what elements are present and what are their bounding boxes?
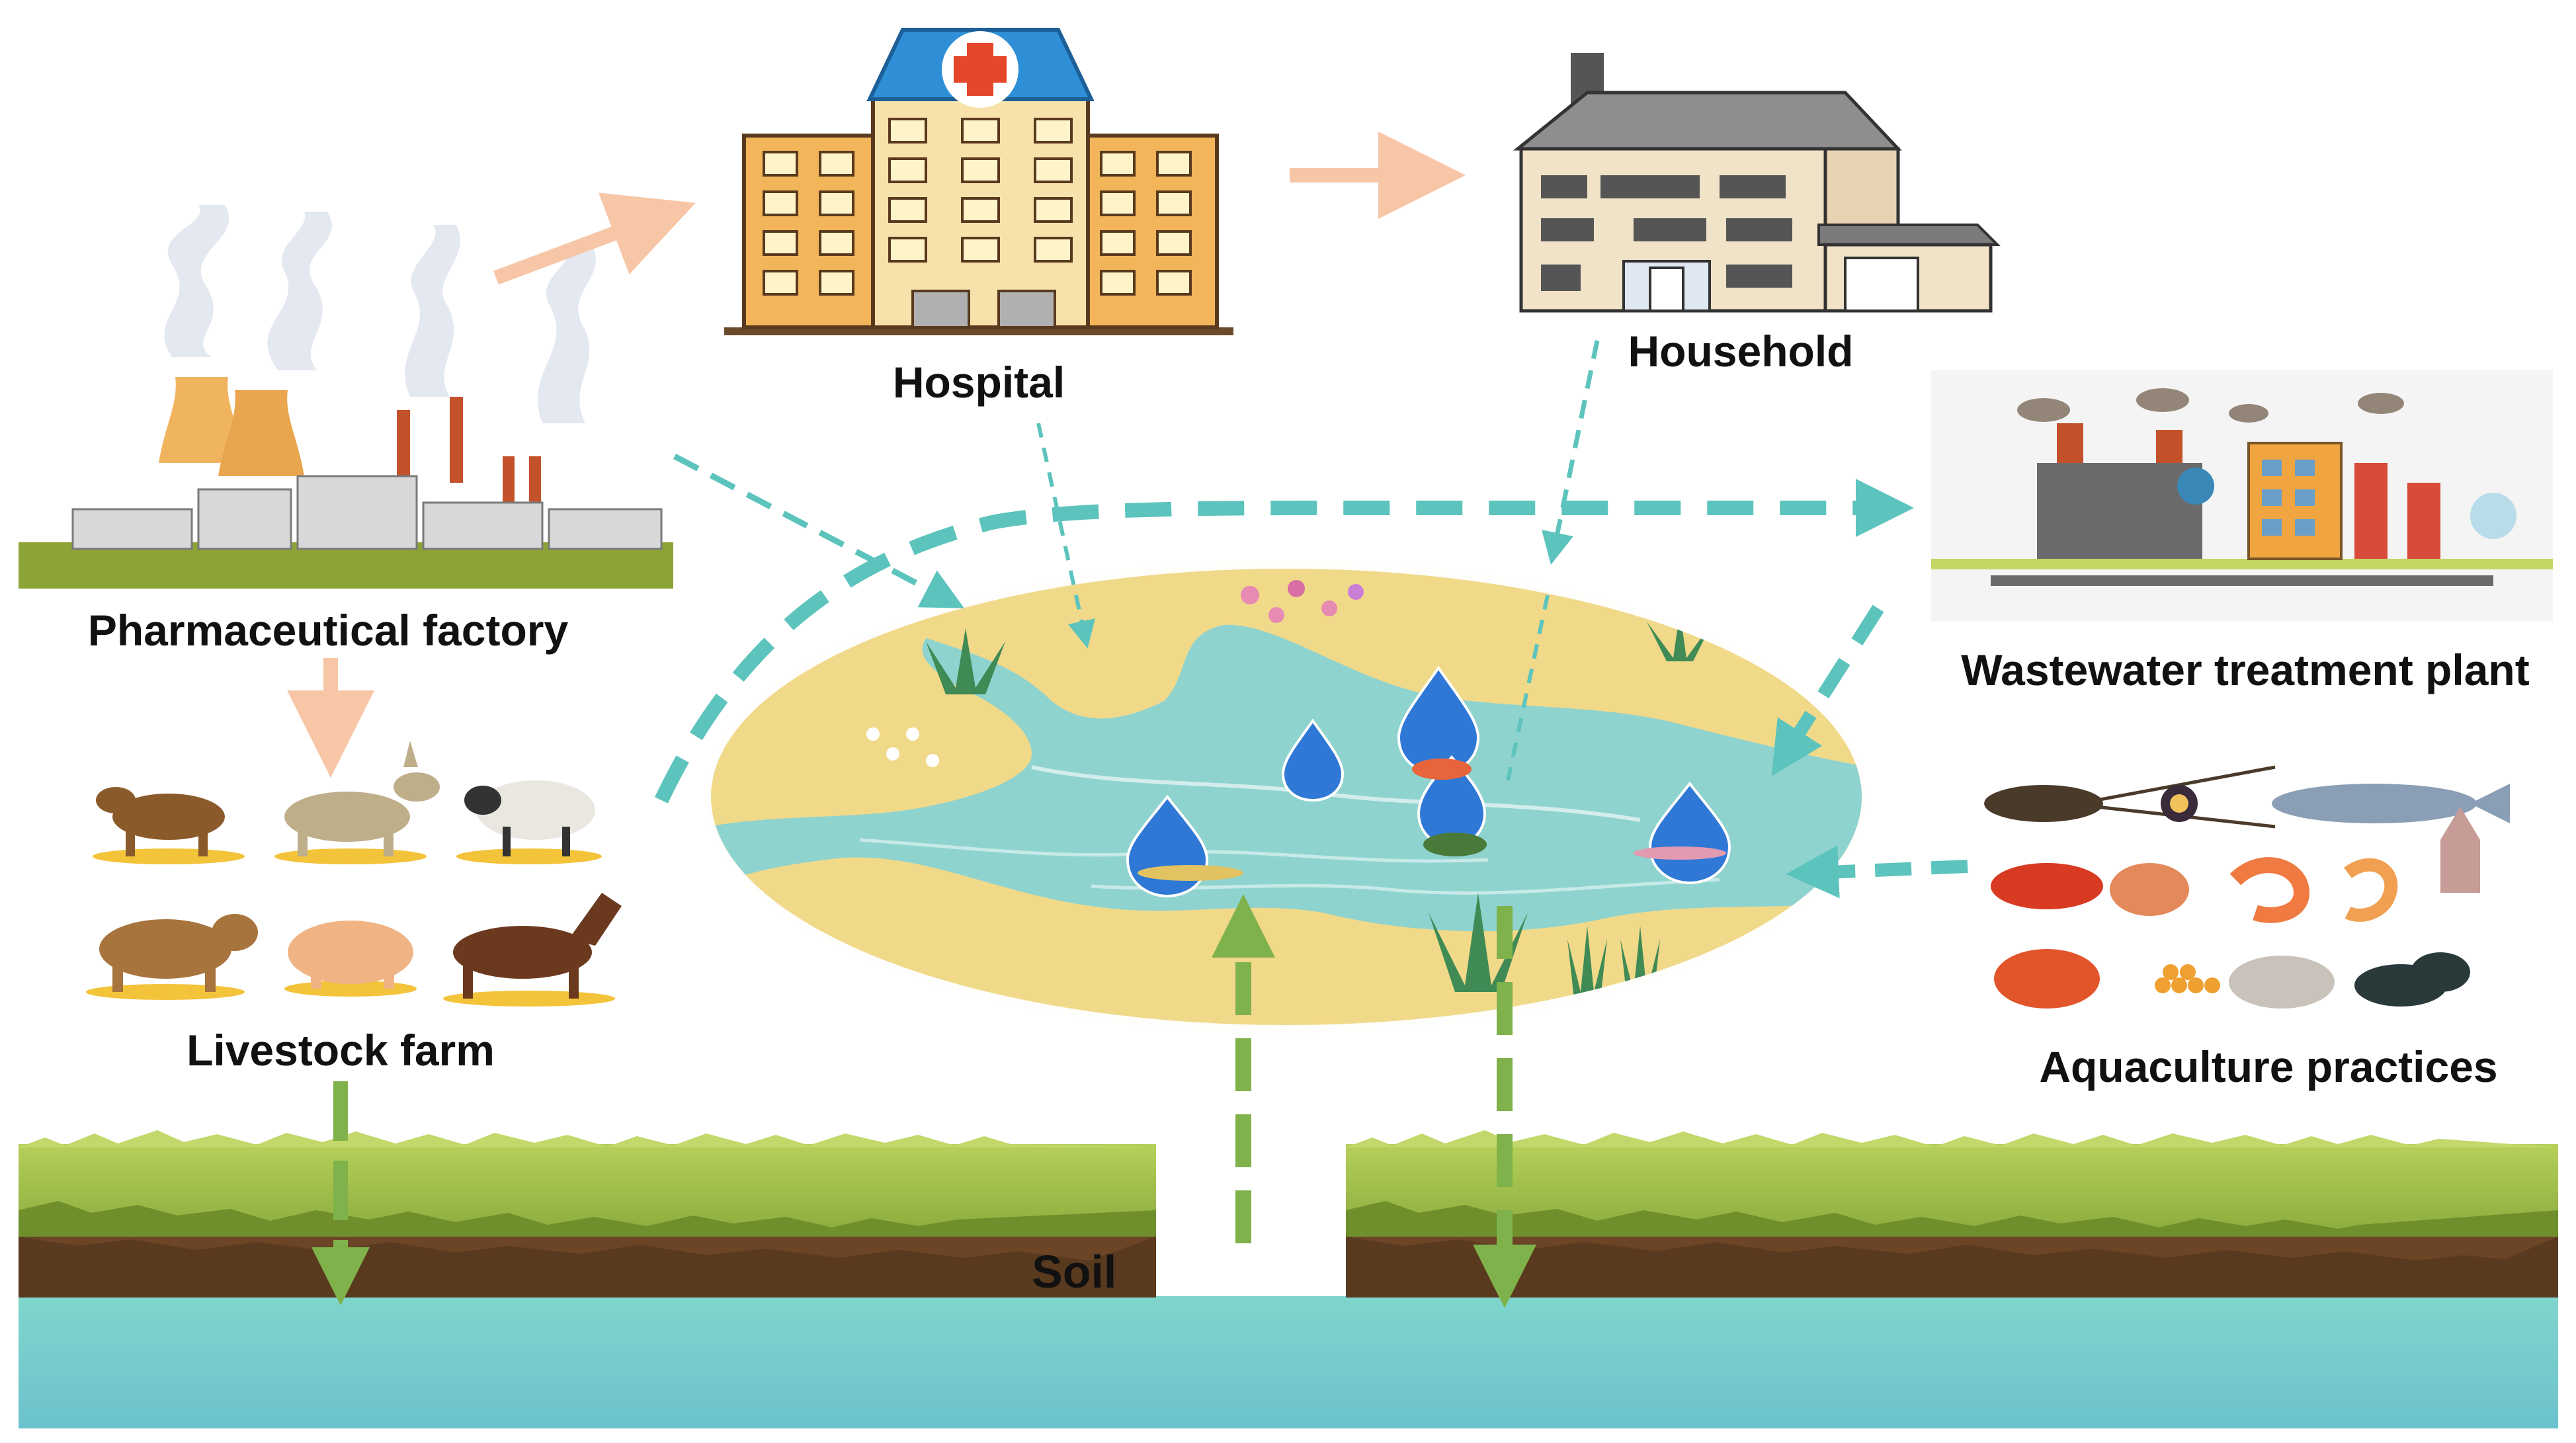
arrow-factory-to-hospital bbox=[493, 192, 696, 285]
crayfish-icon bbox=[1991, 863, 2103, 909]
arrow-aquaculture-to-river bbox=[1786, 845, 1968, 899]
squid-icon bbox=[2440, 807, 2480, 893]
mackerel-icon bbox=[2272, 784, 2510, 823]
octopus-icon bbox=[2110, 863, 2189, 916]
fish bbox=[1138, 759, 1726, 881]
horse-icon bbox=[453, 893, 622, 999]
oyster-icon bbox=[2229, 956, 2335, 1009]
household-illustration bbox=[1513, 53, 2001, 313]
cow-icon bbox=[99, 914, 258, 992]
donkey-icon bbox=[284, 741, 440, 856]
mussel-icon bbox=[2354, 952, 2470, 1007]
aquaculture-label: Aquaculture practices bbox=[2039, 1042, 2498, 1091]
soil-label: Soil bbox=[1032, 1246, 1117, 1298]
water-body-illustration bbox=[694, 556, 1878, 1038]
household-label: Household bbox=[1628, 327, 1854, 376]
sheep-icon bbox=[464, 780, 595, 856]
pharma-factory-label: Pharmaceutical factory bbox=[87, 606, 569, 655]
hospital-illustration bbox=[724, 28, 1233, 335]
shrimp-icon bbox=[2229, 857, 2310, 923]
groundwater-band bbox=[19, 1296, 2558, 1428]
arrow-livestock-to-wwtp bbox=[655, 479, 1914, 804]
pond-flowers bbox=[866, 580, 1364, 767]
river-link-household bbox=[1506, 595, 1550, 781]
arrow-factory-to-river bbox=[673, 454, 964, 608]
wwtp-label: Wastewater treatment plant bbox=[1961, 645, 2530, 694]
pig-icon bbox=[288, 921, 413, 989]
wwtp-illustration bbox=[1931, 370, 2553, 622]
lobster-icon bbox=[1984, 765, 2276, 829]
roe-icon bbox=[2155, 964, 2220, 993]
arrow-household-to-river bbox=[1541, 340, 1600, 565]
livestock-illustration bbox=[86, 741, 622, 1007]
arrow-wwtp-to-river bbox=[1771, 604, 1884, 776]
arrows bbox=[287, 132, 1968, 1308]
aquaculture-illustration bbox=[1984, 765, 2510, 1009]
crab-icon bbox=[1994, 949, 2100, 1009]
soil-block-right bbox=[1346, 1130, 2558, 1298]
soil-block-left bbox=[19, 1130, 1156, 1298]
arrow-hospital-to-river bbox=[1036, 423, 1096, 649]
hospital-label: Hospital bbox=[892, 358, 1065, 407]
urchin-icon bbox=[2161, 785, 2198, 822]
prawn-icon bbox=[2344, 858, 2398, 922]
goat-icon bbox=[96, 787, 225, 856]
ground-layer bbox=[19, 1130, 2558, 1428]
factory-illustration bbox=[19, 205, 673, 589]
livestock-label: Livestock farm bbox=[187, 1026, 495, 1075]
